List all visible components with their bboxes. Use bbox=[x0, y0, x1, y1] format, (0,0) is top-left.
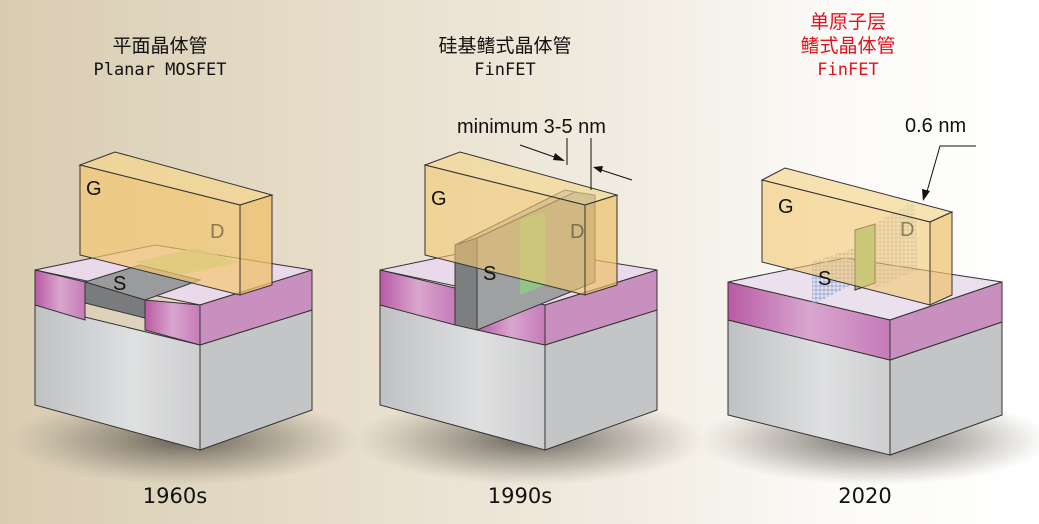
finfet-title-en: FinFET bbox=[474, 60, 536, 80]
channel-front bbox=[84, 281, 146, 319]
gate-side bbox=[929, 211, 953, 306]
planar-title: 平面晶体管 Planar MOSFET bbox=[30, 34, 290, 82]
gate-side bbox=[584, 194, 618, 296]
gate-label: G bbox=[86, 178, 102, 200]
arrowhead bbox=[593, 166, 603, 173]
monolayer-finfet-title: 单原子层 鳍式晶体管 FinFET bbox=[718, 10, 978, 82]
arrowhead bbox=[553, 153, 565, 161]
drain-label: D bbox=[900, 219, 914, 241]
oxide-front-left bbox=[34, 269, 86, 321]
oxide-side bbox=[544, 269, 658, 346]
year-finfet: 1990s bbox=[487, 484, 553, 508]
monolayer-finfet: G S D 0.6 nm bbox=[700, 115, 1039, 485]
monolayer-title-en: FinFET bbox=[817, 60, 879, 80]
oxide-side bbox=[199, 269, 313, 346]
pointer-arrow bbox=[925, 145, 976, 196]
planar-mosfet: G S D bbox=[10, 151, 360, 485]
gate-label: G bbox=[431, 188, 447, 210]
source-label: S bbox=[113, 273, 126, 295]
source-label: S bbox=[818, 268, 831, 290]
finfet-title-cn: 硅基鳍式晶体管 bbox=[438, 35, 572, 57]
gate-side bbox=[239, 194, 273, 296]
arrowhead bbox=[922, 189, 930, 201]
year-monolayer: 2020 bbox=[838, 484, 892, 508]
drain-label: D bbox=[570, 221, 584, 243]
fin-width-label: minimum 3-5 nm bbox=[457, 116, 606, 138]
monolayer-title-cn2: 鳍式晶体管 bbox=[800, 35, 896, 57]
finfet: G S D minimum 3-5 nm bbox=[355, 116, 705, 485]
drain-label: D bbox=[210, 221, 224, 243]
monolayer-title-cn1: 单原子层 bbox=[809, 11, 886, 33]
year-planar: 1960s bbox=[142, 484, 208, 508]
planar-title-cn: 平面晶体管 bbox=[112, 35, 208, 57]
oxide-side bbox=[889, 281, 1003, 361]
source-label: S bbox=[483, 263, 496, 285]
monolayer-thickness-label: 0.6 nm bbox=[905, 115, 966, 137]
gate-label: G bbox=[778, 196, 794, 218]
planar-title-en: Planar MOSFET bbox=[93, 60, 227, 80]
finfet-title: 硅基鳍式晶体管 FinFET bbox=[375, 34, 635, 82]
